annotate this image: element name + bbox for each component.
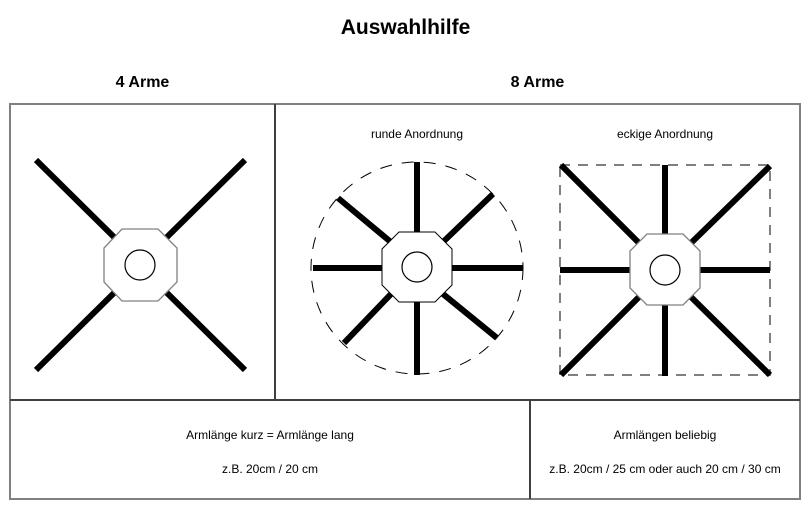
label-round-arrangement: runde Anordnung <box>370 127 464 141</box>
heading-4-arms: 4 Arme <box>115 74 170 91</box>
caption-8-arms-rule: Armlängen beliebig <box>613 428 717 442</box>
heading-8-arms: 8 Arme <box>510 74 565 91</box>
caption-4-arms-rule: Armlänge kurz = Armlänge lang <box>186 428 354 442</box>
hub-circle <box>124 249 156 281</box>
eight-arm-square-icon <box>558 162 773 378</box>
caption-8-arms-example: z.B. 20cm / 25 cm oder auch 20 cm / 30 c… <box>549 462 781 476</box>
eight-arm-round-icon <box>310 161 524 375</box>
outer-frame <box>9 103 801 500</box>
hub-circle <box>649 254 681 286</box>
four-arm-icon <box>33 157 248 373</box>
caption-4-arms-example: z.B. 20cm / 20 cm <box>221 462 319 476</box>
page-title: Auswahlhilfe <box>340 16 471 39</box>
label-square-arrangement: eckige Anordnung <box>616 127 714 141</box>
hub-circle <box>401 251 433 283</box>
